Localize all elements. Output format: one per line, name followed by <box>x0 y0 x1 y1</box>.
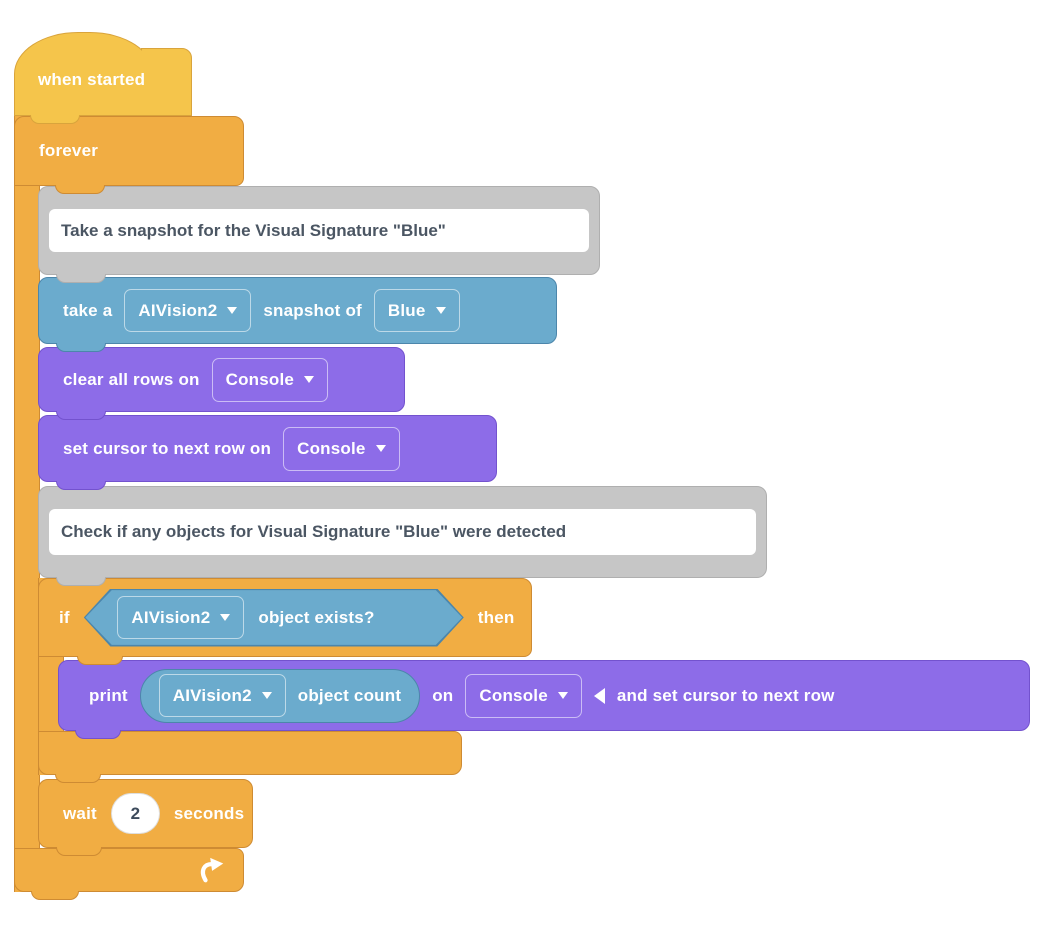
set-cursor-block[interactable]: set cursor to next row on Console <box>38 415 497 490</box>
condition-hexagon[interactable]: AIVision2 object exists? <box>83 588 464 647</box>
take-a-label: take a <box>63 300 113 320</box>
caret-down-icon <box>304 376 315 383</box>
caret-down-icon <box>557 692 568 699</box>
loop-arrow-icon <box>200 857 224 883</box>
print-label: print <box>89 685 128 705</box>
comment-block-snapshot[interactable]: Take a snapshot for the Visual Signature… <box>38 186 600 283</box>
clear-rows-block[interactable]: clear all rows on Console <box>38 347 405 420</box>
if-bottom-bar[interactable] <box>38 731 462 783</box>
set-cursor-tab <box>56 481 106 490</box>
take-snapshot-block[interactable]: take a AIVision2 snapshot of Blue <box>38 277 557 352</box>
set-cursor-label: set cursor to next row on <box>63 438 272 458</box>
forever-left-arm[interactable] <box>14 116 40 892</box>
forever-block[interactable]: forever <box>14 116 244 194</box>
camera-dropdown[interactable]: AIVision2 <box>117 596 245 639</box>
signature-dropdown-value: Blue <box>387 300 426 320</box>
camera-dropdown[interactable]: AIVision2 <box>124 289 252 332</box>
forever-label: forever <box>39 141 99 160</box>
print-tab <box>75 730 121 739</box>
caret-down-icon <box>261 692 272 699</box>
when-started-label: when started <box>38 70 146 89</box>
comment-text-area[interactable]: Check if any objects for Visual Signatur… <box>49 509 756 555</box>
collapsed-option-label: and set cursor to next row <box>616 685 835 705</box>
forever-top-tab <box>55 185 105 194</box>
camera-dropdown-value: AIVision2 <box>172 685 252 705</box>
print-block[interactable]: print AIVision2 object count on Console … <box>58 660 1030 739</box>
camera-dropdown-value: AIVision2 <box>131 607 211 627</box>
caret-down-icon <box>227 307 238 314</box>
console-dropdown[interactable]: Console <box>465 673 582 718</box>
comment-check-text: Check if any objects for Visual Signatur… <box>61 522 567 541</box>
collapse-left-icon[interactable] <box>593 687 605 704</box>
wait-label: wait <box>63 803 97 823</box>
object-exists-reporter[interactable]: AIVision2 object exists? <box>85 590 463 645</box>
signature-dropdown[interactable]: Blue <box>373 289 460 332</box>
object-exists-label: object exists? <box>258 607 375 627</box>
seconds-label: seconds <box>173 803 245 823</box>
comment-text-area[interactable]: Take a snapshot for the Visual Signature… <box>49 209 589 252</box>
comment-snapshot-text: Take a snapshot for the Visual Signature… <box>61 220 446 240</box>
on-label: on <box>432 685 454 705</box>
wait-block[interactable]: wait 2 seconds <box>38 779 253 856</box>
console-dropdown-value: Console <box>225 369 295 389</box>
hat-seam-patch <box>142 49 160 115</box>
take-snapshot-tab <box>56 343 106 352</box>
object-count-reporter[interactable]: AIVision2 object count <box>139 668 421 723</box>
forever-bottom-bar[interactable] <box>14 848 244 900</box>
console-dropdown[interactable]: Console <box>283 426 400 471</box>
if-label: if <box>59 607 70 627</box>
if-top-tab <box>77 656 123 665</box>
comment-block-check[interactable]: Check if any objects for Visual Signatur… <box>38 486 767 586</box>
console-dropdown-value: Console <box>479 685 548 705</box>
caret-down-icon <box>435 307 446 314</box>
camera-dropdown[interactable]: AIVision2 <box>158 674 286 717</box>
wait-seconds-input[interactable]: 2 <box>110 793 160 834</box>
clear-rows-label: clear all rows on <box>63 369 200 389</box>
console-dropdown-value: Console <box>297 438 366 458</box>
camera-dropdown-value: AIVision2 <box>138 300 218 320</box>
if-block[interactable]: if AIVision2 object exists? then <box>38 578 532 665</box>
object-count-label: object count <box>297 685 402 705</box>
wait-tab <box>56 847 102 856</box>
then-label: then <box>477 607 515 627</box>
comment-snapshot-tab <box>56 274 106 283</box>
snapshot-of-label: snapshot of <box>263 300 362 320</box>
hat-bottom-tab <box>30 115 80 124</box>
comment-check-tab <box>56 577 106 586</box>
caret-down-icon <box>375 445 386 452</box>
caret-down-icon <box>220 614 231 621</box>
forever-bottom-tab <box>31 891 79 900</box>
clear-rows-tab <box>56 411 106 420</box>
if-bottom-tab <box>55 774 101 783</box>
console-dropdown[interactable]: Console <box>211 357 329 402</box>
wait-seconds-value: 2 <box>130 803 141 823</box>
when-started-block[interactable] <box>14 32 154 116</box>
